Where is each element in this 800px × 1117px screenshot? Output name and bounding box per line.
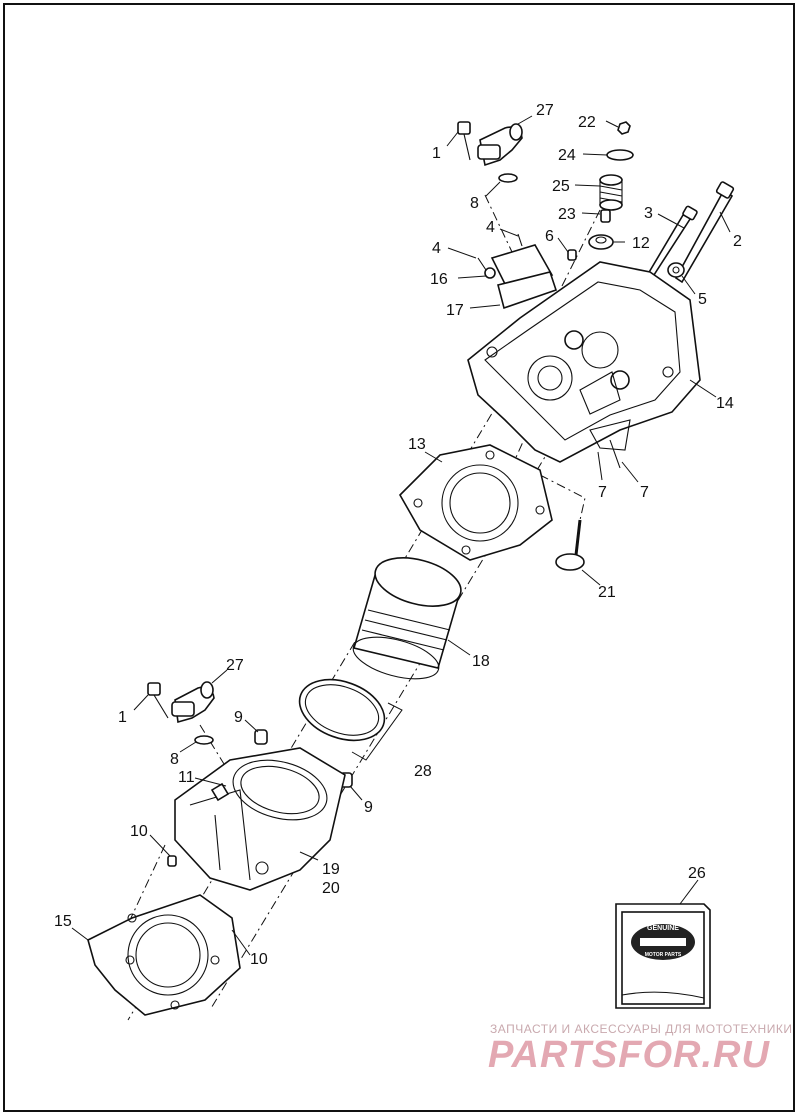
callout-27-upper: 27 bbox=[536, 102, 554, 119]
piston bbox=[352, 557, 462, 680]
callout-12: 12 bbox=[632, 235, 650, 252]
head-bolts bbox=[646, 181, 735, 284]
callout-24: 24 bbox=[558, 147, 576, 164]
callout-21: 21 bbox=[598, 584, 616, 601]
callout-5: 5 bbox=[698, 291, 707, 308]
base-gasket bbox=[87, 894, 241, 1016]
callout-7-left: 7 bbox=[598, 484, 607, 501]
lower-water-fitting bbox=[147, 681, 215, 745]
callout-13: 13 bbox=[408, 436, 426, 453]
callout-17: 17 bbox=[446, 302, 464, 319]
piston-rings bbox=[298, 678, 403, 761]
callout-1-lower: 1 bbox=[118, 709, 127, 726]
callout-3: 3 bbox=[644, 205, 653, 222]
watermark-logo: PARTSFOR.RU bbox=[488, 1034, 770, 1076]
box-label-line1: GENUINE bbox=[647, 925, 679, 932]
callout-9-lower: 9 bbox=[364, 799, 373, 816]
head-gasket bbox=[399, 444, 553, 561]
cylinder-head bbox=[467, 261, 701, 469]
leader-lines bbox=[71, 115, 731, 956]
callout-8-upper: 8 bbox=[470, 195, 479, 212]
callout-7-right: 7 bbox=[640, 484, 649, 501]
callout-16: 16 bbox=[430, 271, 448, 288]
callout-28: 28 bbox=[414, 763, 432, 780]
callout-26: 26 bbox=[688, 865, 706, 882]
upper-water-fitting bbox=[457, 121, 523, 183]
rocker-bracket bbox=[477, 233, 577, 310]
callout-25: 25 bbox=[552, 178, 570, 195]
callout-10-upper: 10 bbox=[130, 823, 148, 840]
callout-19: 19 bbox=[322, 861, 340, 878]
callout-18: 18 bbox=[472, 653, 490, 670]
cylinder bbox=[174, 747, 346, 891]
genuine-parts-box: GENUINE MOTOR PARTS bbox=[615, 903, 711, 1009]
callout-8-lower: 8 bbox=[170, 751, 179, 768]
callout-9-upper: 9 bbox=[234, 709, 243, 726]
callout-11: 11 bbox=[178, 769, 195, 786]
callout-4-right: 4 bbox=[486, 219, 495, 236]
valve bbox=[555, 519, 585, 571]
callout-numbers: 1 27 8 4 4 16 17 6 22 24 25 23 12 3 2 5 … bbox=[54, 102, 742, 968]
callout-1-upper: 1 bbox=[432, 145, 441, 162]
callout-15: 15 bbox=[54, 913, 72, 930]
callout-27-lower: 27 bbox=[226, 657, 244, 674]
callout-14: 14 bbox=[716, 395, 734, 412]
callout-6: 6 bbox=[545, 228, 554, 245]
callout-20: 20 bbox=[322, 880, 340, 897]
callout-2: 2 bbox=[733, 233, 742, 250]
callout-23: 23 bbox=[558, 206, 576, 223]
callout-4-left: 4 bbox=[432, 240, 441, 257]
diagram-frame bbox=[3, 3, 795, 1112]
watermark-tagline: ЗАПЧАСТИ И АКСЕССУАРЫ ДЛЯ МОТОТЕХНИКИ bbox=[490, 1022, 793, 1036]
callout-22: 22 bbox=[578, 114, 596, 131]
callout-10-lower: 10 bbox=[250, 951, 268, 968]
box-label-line2: MOTOR PARTS bbox=[645, 952, 682, 958]
